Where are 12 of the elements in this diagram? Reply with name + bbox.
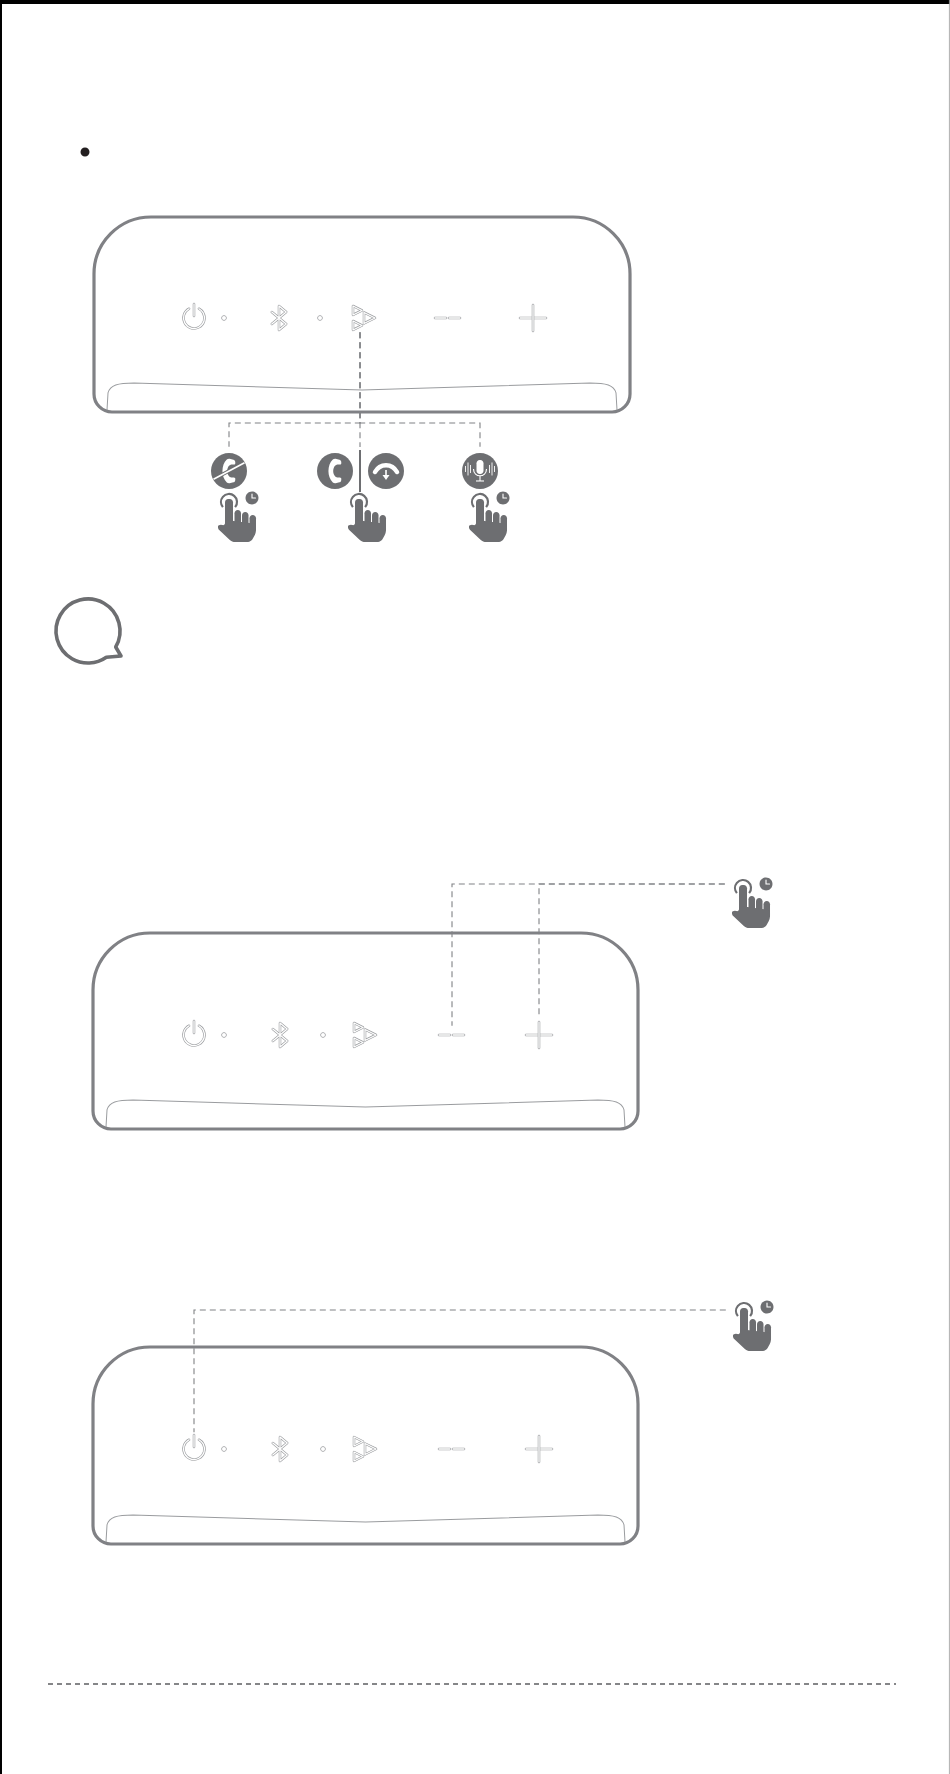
hang-up-icon — [368, 453, 404, 489]
play-button-icon — [351, 304, 377, 332]
speaker-body — [91, 931, 640, 1131]
hand-clock-icon — [731, 877, 773, 928]
hand-clock-icon — [732, 1300, 774, 1351]
phone-slash-icon — [211, 453, 247, 489]
power-button-icon — [182, 1433, 206, 1461]
speaker-body — [92, 215, 632, 414]
plus-button-icon — [524, 1020, 554, 1050]
speaker-body — [91, 1345, 640, 1546]
microphone-icon — [462, 453, 498, 489]
phone-icon — [317, 453, 353, 489]
